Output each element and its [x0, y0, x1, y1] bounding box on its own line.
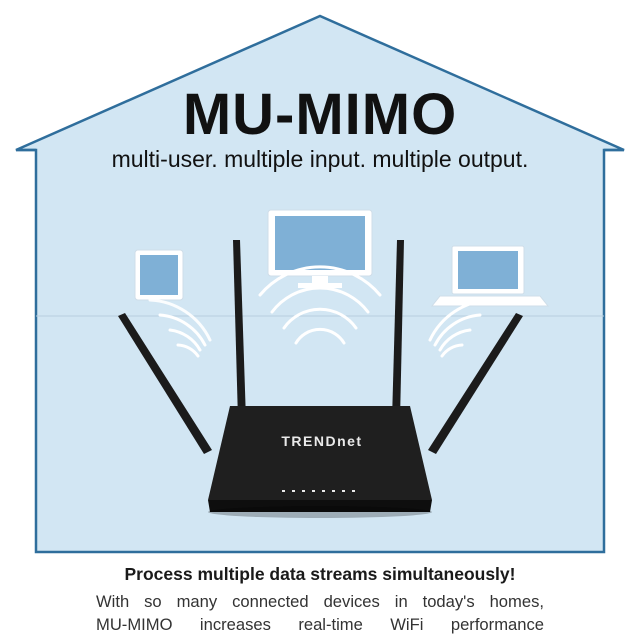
- body-line-1: With so many connected devices in today'…: [96, 592, 544, 611]
- body-line-2: MU-MIMO increases real-time WiFi perform…: [96, 615, 544, 634]
- router-brand-label: TRENDnet: [281, 433, 363, 449]
- main-title: MU-MIMO: [182, 82, 458, 147]
- antenna-icon: [118, 240, 523, 454]
- headline: Process multiple data streams simultaneo…: [124, 564, 516, 584]
- wifi-waves-icon: [148, 265, 492, 358]
- router-icon: [208, 406, 432, 518]
- monitor-icon: [267, 209, 373, 288]
- tablet-icon: [134, 249, 184, 301]
- subtitle: multi-user. multiple input. multiple out…: [111, 146, 529, 172]
